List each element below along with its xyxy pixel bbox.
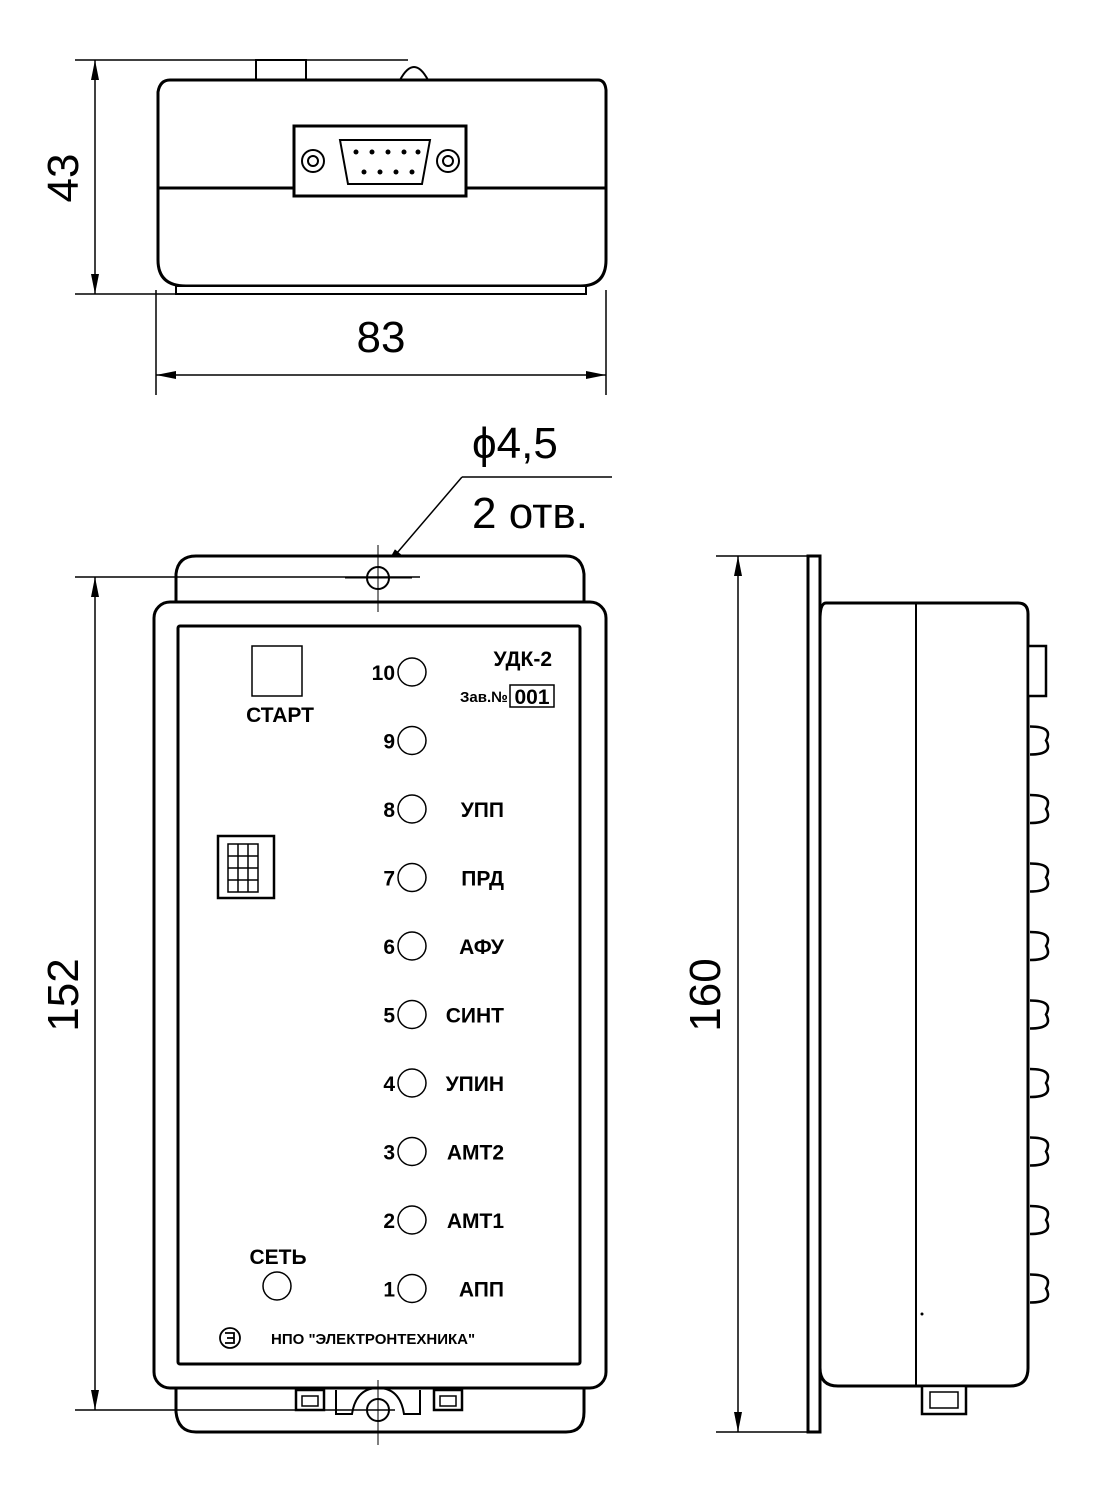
indicator-label: УПИН	[446, 1073, 504, 1096]
top-bump	[399, 66, 429, 81]
indicator-number: 4	[383, 1073, 395, 1096]
indicator-list: 10 9 8 УПП 7 ПРД 6 АФУ 5 СИНТ 4 УПИН 3 АМТ2 2 АМТ1 1 АПП	[372, 657, 505, 1304]
indicator-label: АФУ	[459, 936, 505, 959]
hole-count: 2 отв.	[472, 489, 588, 538]
side-bottom-connector	[920, 1384, 968, 1416]
side-led-bump	[1029, 793, 1050, 825]
serial-box	[509, 684, 555, 708]
dip-switch[interactable]	[216, 834, 276, 900]
serial-value: 001	[514, 686, 549, 709]
manufacturer-label: НПО "ЭЛЕКТРОНТЕХНИКА"	[271, 1331, 475, 1348]
start-label: СТАРТ	[246, 704, 314, 727]
power-label: СЕТЬ	[249, 1246, 306, 1269]
dim-height-front: 152	[39, 958, 88, 1031]
indicator-led	[397, 657, 427, 687]
side-led-bumps	[1029, 725, 1050, 1304]
dim-height-top: 43	[39, 154, 88, 203]
power-led	[262, 1271, 292, 1301]
indicator-number: 7	[383, 868, 395, 891]
indicator-number: 5	[383, 1005, 395, 1028]
side-led-bump	[1029, 1136, 1050, 1167]
side-led-bump	[1029, 1067, 1050, 1099]
front-panel	[176, 624, 582, 1366]
dim-width-top: 83	[357, 313, 406, 362]
indicator-label: УПП	[461, 799, 504, 822]
side-body	[818, 601, 1030, 1388]
indicator-number: 2	[383, 1210, 395, 1233]
indicator-label: ПРД	[461, 868, 504, 891]
front-dimensions	[75, 576, 420, 1411]
indicator-led	[397, 1273, 427, 1304]
indicator-label: СИНТ	[446, 1005, 504, 1028]
indicator-label: АМТ2	[447, 1142, 504, 1165]
indicator-led	[397, 862, 427, 893]
dim-height-side: 160	[681, 958, 730, 1031]
top-view	[156, 59, 608, 295]
indicator-number: 9	[383, 731, 395, 754]
indicator-number: 10	[372, 662, 395, 685]
db9-connector	[292, 124, 468, 198]
indicator-number: 1	[383, 1279, 395, 1302]
manufacturer-logo	[219, 1327, 241, 1349]
indicator-number: 8	[383, 799, 395, 822]
indicator-led	[397, 931, 427, 961]
indicator-led	[397, 1136, 427, 1167]
indicator-label: АМТ1	[447, 1210, 504, 1233]
side-flange	[806, 554, 822, 1434]
start-button[interactable]	[251, 645, 303, 697]
side-led-bump	[1029, 999, 1050, 1030]
indicator-number: 6	[383, 936, 395, 959]
top-dimensions	[75, 59, 607, 395]
side-led-bump	[1029, 930, 1050, 962]
indicator-label: АПП	[459, 1279, 504, 1302]
indicator-led	[397, 1205, 427, 1235]
bottom-connector-left	[294, 1388, 326, 1412]
side-view	[806, 554, 1048, 1434]
indicator-led	[397, 1068, 427, 1098]
model-label: УДК-2	[494, 648, 552, 671]
hole-diameter: ϕ4,5	[472, 419, 558, 468]
side-dimensions	[716, 555, 808, 1433]
side-led-bump	[1029, 725, 1050, 756]
bottom-connector-right	[432, 1388, 464, 1412]
indicator-number: 3	[383, 1142, 395, 1165]
side-led-bump	[1029, 1204, 1050, 1236]
indicator-led	[397, 999, 427, 1030]
serial-label: Зав.№	[460, 689, 508, 706]
screw-right	[436, 149, 460, 173]
side-connector-top	[1026, 644, 1048, 698]
side-led-bump	[1029, 862, 1050, 893]
front-view	[152, 545, 608, 1445]
front-body	[152, 600, 608, 1390]
indicator-led	[397, 794, 427, 824]
indicator-led	[397, 725, 427, 756]
side-led-bump	[1029, 1273, 1050, 1304]
top-tab	[255, 59, 307, 81]
screw-left	[301, 149, 325, 173]
